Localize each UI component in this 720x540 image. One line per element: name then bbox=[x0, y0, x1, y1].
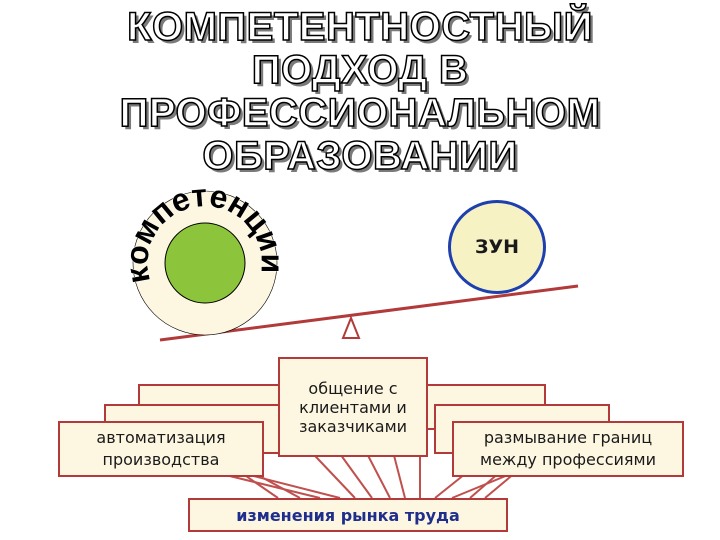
title-line-2: ПОДХОД В bbox=[251, 48, 469, 93]
center-box: общение с клиентами и заказчиками bbox=[278, 357, 428, 457]
fulcrum-triangle bbox=[341, 315, 361, 339]
title-line-3: ПРОФЕССИОНАЛЬНОМ bbox=[119, 91, 601, 136]
zun-circle: ЗУН bbox=[448, 200, 546, 294]
title-line-1: КОМПЕТЕНТНОСТНЫЙ bbox=[126, 5, 593, 50]
left-box-text: автоматизация производства bbox=[96, 428, 226, 469]
page-title: КОМПЕТЕНТНОСТНЫЙ ПОДХОД В ПРОФЕССИОНАЛЬН… bbox=[0, 5, 720, 179]
zun-label: ЗУН bbox=[474, 236, 520, 258]
balance-beam bbox=[159, 284, 579, 342]
left-box: автоматизация производства bbox=[58, 421, 264, 477]
right-box-text: размывание границ между профессиями bbox=[480, 428, 656, 469]
title-line-4: ОБРАЗОВАНИИ bbox=[202, 134, 518, 179]
bottom-box: изменения рынка труда bbox=[188, 498, 508, 532]
competencies-inner-circle bbox=[164, 222, 246, 304]
right-box: размывание границ между профессиями bbox=[452, 421, 684, 477]
bottom-box-text: изменения рынка труда bbox=[236, 505, 460, 525]
center-box-text: общение с клиентами и заказчиками bbox=[298, 378, 408, 436]
